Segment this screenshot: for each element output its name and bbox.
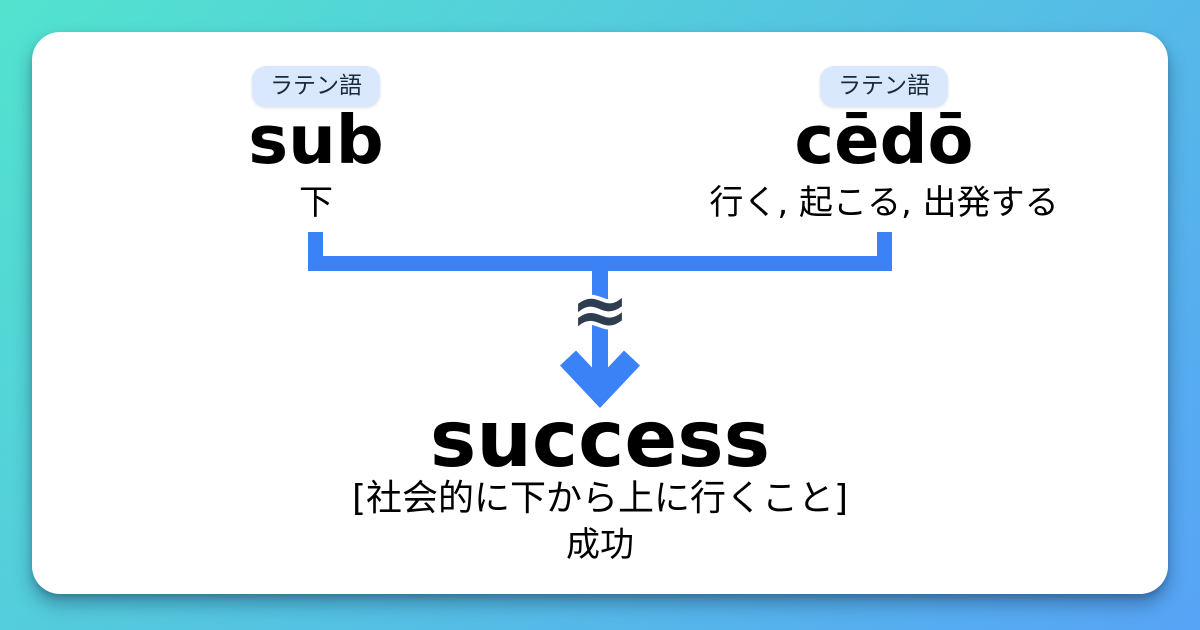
approximately-equal-icon: ≈ [570,269,630,351]
result-gloss: [社会的に下から上に行くこと] [351,478,849,519]
merge-bracket-arrow-icon [308,232,892,409]
root-meaning-cedo: 行く, 起こる, 出発する [709,183,1059,223]
result-word: success [429,395,771,485]
root-word-cedo: cēdō [794,101,974,179]
language-badge-right: ラテン語 [820,66,948,107]
result-meaning: 成功 [566,525,634,565]
root-meaning-sub: 下 [299,183,333,223]
language-badge-left: ラテン語 [252,66,380,107]
root-word-sub: sub [248,101,384,179]
